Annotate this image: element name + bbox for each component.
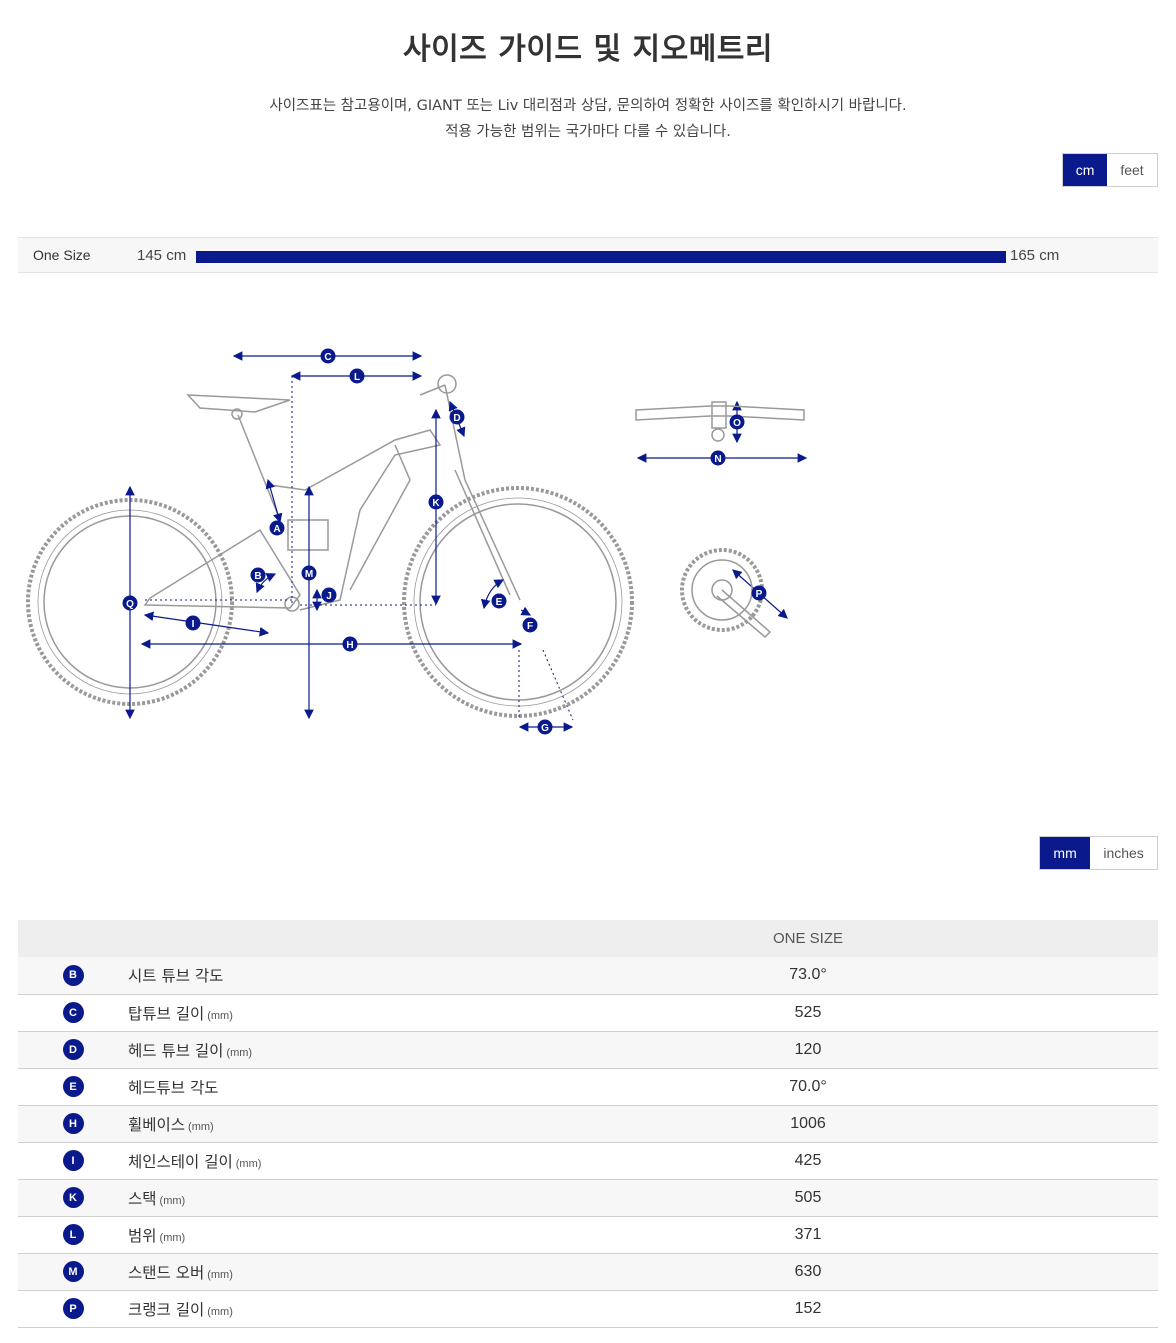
- row-value: 505: [794, 1188, 822, 1206]
- row-unit: (mm): [226, 1046, 253, 1059]
- row-value: 425: [794, 1151, 822, 1169]
- row-value: 630: [794, 1262, 822, 1280]
- row-label: 스탠드 오버: [128, 1263, 205, 1282]
- size-max-height: 165 cm: [1010, 247, 1060, 264]
- table-row: I 체인스테이 길이(mm) 425: [18, 1142, 1158, 1180]
- geometry-diagram: A B C D E F G H I J K L M N O P Q: [26, 348, 808, 735]
- svg-text:M: M: [305, 569, 313, 580]
- row-value: 371: [794, 1225, 822, 1243]
- row-value: 120: [794, 1040, 822, 1058]
- row-badge: B: [62, 964, 84, 986]
- front-wheel: [402, 486, 634, 718]
- inches-button[interactable]: inches: [1090, 837, 1157, 869]
- size-min-height: 145 cm: [137, 247, 187, 264]
- row-badge: M: [62, 1261, 84, 1282]
- row-value: 525: [794, 1003, 822, 1021]
- row-unit: (mm): [207, 1305, 233, 1318]
- row-label: 체인스테이 길이: [128, 1152, 233, 1171]
- dimension-arrows: [125, 351, 808, 732]
- row-unit: (mm): [235, 1157, 262, 1170]
- table-header-row: ONE SIZE: [18, 920, 1158, 957]
- row-value: 73.0°: [789, 966, 827, 984]
- svg-text:N: N: [714, 454, 721, 465]
- row-badge: D: [62, 1039, 84, 1060]
- row-label: 탑튜브 길이: [128, 1004, 205, 1023]
- table-row: L 범위(mm) 371: [18, 1216, 1158, 1254]
- row-value: 152: [794, 1299, 822, 1317]
- svg-text:J: J: [326, 591, 332, 602]
- row-unit: (mm): [159, 1231, 186, 1244]
- row-label: 범위: [128, 1226, 157, 1245]
- row-label: 크랭크 길이: [128, 1300, 205, 1319]
- svg-text:L: L: [354, 372, 360, 383]
- row-value: 70.0°: [789, 1077, 827, 1095]
- table-row: C 탑튜브 길이(mm) 525: [18, 994, 1158, 1032]
- row-unit: (mm): [188, 1120, 214, 1133]
- row-label: 헤드튜브 각도: [128, 1078, 219, 1097]
- feet-button[interactable]: feet: [1107, 154, 1157, 186]
- row-badge: K: [62, 1187, 84, 1208]
- row-badge: E: [62, 1076, 84, 1097]
- geometry-unit-toggle: mm inches: [1039, 836, 1158, 870]
- table-row: D 헤드 튜브 길이(mm) 120: [18, 1031, 1158, 1069]
- svg-text:K: K: [432, 498, 440, 509]
- svg-text:A: A: [273, 524, 280, 535]
- column-header-one-size: ONE SIZE: [648, 920, 1158, 957]
- svg-text:H: H: [346, 640, 353, 651]
- table-row: P 크랭크 길이(mm) 152: [18, 1290, 1158, 1328]
- geometry-rows: B 시트 튜브 각도 73.0° C 탑튜브 길이(mm) 525 D 헤드 튜…: [18, 957, 1158, 1328]
- row-badge: P: [62, 1298, 84, 1319]
- row-badge: C: [62, 1002, 84, 1023]
- svg-text:Q: Q: [126, 599, 134, 610]
- svg-text:F: F: [527, 621, 533, 632]
- handlebar-detail: [635, 401, 805, 442]
- row-unit: (mm): [207, 1009, 233, 1022]
- row-unit: (mm): [159, 1194, 186, 1207]
- svg-text:B: B: [254, 571, 261, 582]
- subtitle-line-1: 사이즈표는 참고용이며, GIANT 또는 Liv 대리점과 상담, 문의하여 …: [269, 98, 907, 114]
- mm-button[interactable]: mm: [1040, 837, 1091, 869]
- row-value: 1006: [790, 1114, 826, 1132]
- size-name: One Size: [33, 247, 91, 263]
- row-unit: (mm): [207, 1268, 233, 1281]
- svg-text:E: E: [496, 597, 503, 608]
- row-label: 휠베이스: [128, 1115, 186, 1134]
- cm-button[interactable]: cm: [1063, 154, 1108, 186]
- bike-frame: [143, 374, 521, 612]
- height-unit-toggle: cm feet: [1062, 153, 1158, 187]
- svg-text:P: P: [756, 589, 763, 600]
- row-badge: L: [62, 1224, 84, 1245]
- svg-text:C: C: [324, 352, 331, 363]
- table-row: K 스택(mm) 505: [18, 1179, 1158, 1217]
- size-range-row: One Size 145 cm 165 cm: [18, 237, 1158, 273]
- page-title: 사이즈 가이드 및 지오메트리: [402, 32, 774, 67]
- geometry-table: ONE SIZE B 시트 튜브 각도 73.0° C 탑튜브 길이(mm) 5…: [18, 920, 1158, 1328]
- table-row: E 헤드튜브 각도 70.0°: [18, 1068, 1158, 1106]
- table-row: M 스탠드 오버(mm) 630: [18, 1253, 1158, 1291]
- svg-text:O: O: [733, 418, 741, 429]
- diagram-badges: A B C D E F G H I J K L M N O P Q: [122, 348, 767, 735]
- row-badge: H: [62, 1113, 84, 1134]
- row-label: 스택: [128, 1189, 157, 1208]
- svg-text:I: I: [192, 619, 195, 630]
- guide-lines: [145, 376, 574, 721]
- subtitle-line-2: 적용 가능한 범위는 국가마다 다를 수 있습니다.: [445, 124, 731, 140]
- row-label: 시트 튜브 각도: [128, 967, 224, 986]
- svg-text:G: G: [541, 723, 549, 734]
- table-row: B 시트 튜브 각도 73.0°: [18, 957, 1158, 995]
- row-badge: I: [62, 1150, 84, 1171]
- row-label: 헤드 튜브 길이: [128, 1041, 224, 1060]
- svg-text:D: D: [453, 413, 460, 424]
- table-row: H 휠베이스(mm) 1006: [18, 1105, 1158, 1143]
- size-range-bar: [196, 251, 1006, 263]
